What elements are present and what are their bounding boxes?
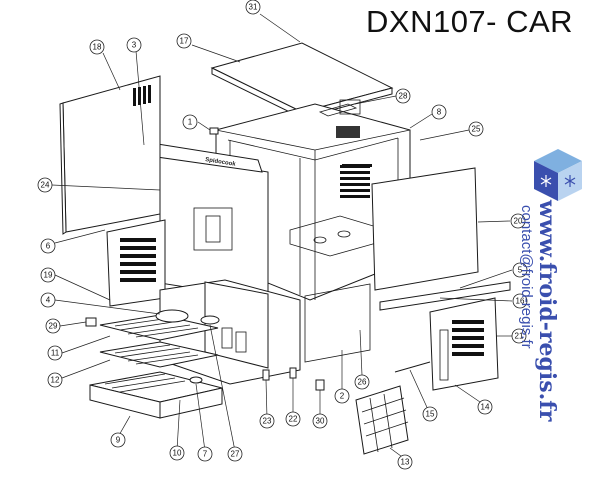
part-callout-20: 20 bbox=[510, 213, 526, 229]
right-panel-vent bbox=[342, 164, 372, 167]
part-label-18: 18 bbox=[93, 43, 102, 52]
part-label-23: 23 bbox=[263, 417, 272, 426]
top-lid bbox=[210, 42, 394, 119]
part-label-28: 28 bbox=[399, 92, 408, 101]
part-callout-6: 6 bbox=[40, 238, 56, 254]
part-callout-4: 4 bbox=[40, 292, 56, 308]
part-label-6: 6 bbox=[46, 242, 51, 251]
part-label-7: 7 bbox=[203, 450, 208, 459]
part-label-12: 12 bbox=[51, 376, 60, 385]
part-callout-30: 30 bbox=[312, 413, 328, 429]
part-label-21: 21 bbox=[515, 332, 524, 341]
part-label-30: 30 bbox=[316, 417, 325, 426]
part-callout-29: 29 bbox=[45, 318, 61, 334]
part-callout-25: 25 bbox=[468, 121, 484, 137]
part-label-25: 25 bbox=[472, 125, 481, 134]
drip-tray-lower bbox=[99, 341, 219, 368]
part-callout-24: 24 bbox=[37, 177, 53, 193]
left-lower-panel bbox=[106, 219, 166, 307]
part-callout-2: 2 bbox=[334, 388, 350, 404]
part-label-5: 5 bbox=[518, 266, 523, 275]
part-callout-21: 21 bbox=[511, 328, 527, 344]
support-leg bbox=[262, 369, 270, 381]
part-callout-19: 19 bbox=[40, 267, 56, 283]
part-callout-13: 13 bbox=[397, 454, 413, 470]
part-label-1: 1 bbox=[188, 118, 193, 127]
part-label-2: 2 bbox=[340, 392, 345, 401]
part-label-24: 24 bbox=[41, 181, 50, 190]
part-label-26: 26 bbox=[358, 378, 367, 387]
part-callout-12: 12 bbox=[47, 372, 63, 388]
part-callout-14: 14 bbox=[477, 399, 493, 415]
front-panel: Spidocook bbox=[144, 141, 269, 301]
part-label-16: 16 bbox=[516, 297, 525, 306]
part-callout-10: 10 bbox=[169, 445, 185, 461]
part-callout-3: 3 bbox=[126, 37, 142, 53]
right-lower-panel bbox=[429, 297, 499, 391]
part-label-13: 13 bbox=[401, 458, 410, 467]
right-lower-vent bbox=[452, 320, 484, 356]
part-callout-16: 16 bbox=[512, 293, 528, 309]
part-callout-9: 9 bbox=[110, 432, 126, 448]
diagram-title: DXN107- CAR bbox=[366, 4, 574, 39]
grommet bbox=[189, 376, 203, 384]
part-callout-31: 31 bbox=[245, 0, 261, 15]
part-callout-11: 11 bbox=[47, 345, 63, 361]
part-callout-8: 8 bbox=[431, 104, 447, 120]
brand-plate: Spidocook bbox=[205, 157, 237, 168]
part-label-8: 8 bbox=[437, 108, 442, 117]
part-callout-17: 17 bbox=[176, 33, 192, 49]
part-callout-18: 18 bbox=[89, 39, 105, 55]
part-label-14: 14 bbox=[481, 403, 490, 412]
support-leg-2 bbox=[289, 367, 297, 379]
snowflake-cube-logo bbox=[534, 149, 582, 201]
leader-lines bbox=[51, 13, 513, 460]
hinge-bar bbox=[394, 361, 431, 373]
rail bbox=[379, 281, 511, 311]
right-side-panel bbox=[342, 164, 479, 291]
air-filter-grid bbox=[355, 385, 409, 455]
drawer bbox=[89, 371, 223, 419]
part-label-27: 27 bbox=[231, 450, 240, 459]
watermark-email: contact@froid-regis.fr bbox=[518, 205, 535, 349]
part-label-29: 29 bbox=[49, 322, 58, 331]
part-label-3: 3 bbox=[132, 41, 137, 50]
part-label-20: 20 bbox=[514, 217, 523, 226]
part-label-22: 22 bbox=[289, 415, 298, 424]
left-side-panel bbox=[59, 75, 161, 235]
part-label-10: 10 bbox=[173, 449, 182, 458]
part-callout-28: 28 bbox=[395, 88, 411, 104]
clip bbox=[85, 317, 97, 327]
watermark-url: www.froid-regis.fr bbox=[534, 200, 560, 422]
part-callout-22: 22 bbox=[285, 411, 301, 427]
part-callout-5: 5 bbox=[512, 262, 528, 278]
part-callout-15: 15 bbox=[422, 406, 438, 422]
part-label-9: 9 bbox=[116, 436, 121, 445]
part-label-17: 17 bbox=[180, 37, 189, 46]
part-label-11: 11 bbox=[51, 349, 60, 358]
lower-panel-vent bbox=[120, 238, 156, 282]
filter bbox=[200, 315, 220, 325]
part-callout-1: 1 bbox=[182, 114, 198, 130]
part-label-19: 19 bbox=[44, 271, 53, 280]
screw-bolt bbox=[209, 127, 219, 135]
part-callout-7: 7 bbox=[197, 446, 213, 462]
part-label-15: 15 bbox=[426, 410, 435, 419]
drain-cap bbox=[155, 309, 189, 323]
part-callout-23: 23 bbox=[259, 413, 275, 429]
part-callout-26: 26 bbox=[354, 374, 370, 390]
snowflake-icon bbox=[540, 175, 552, 187]
part-callout-27: 27 bbox=[227, 446, 243, 462]
part-label-31: 31 bbox=[249, 3, 258, 12]
part-label-4: 4 bbox=[46, 296, 51, 305]
foot bbox=[315, 379, 325, 391]
